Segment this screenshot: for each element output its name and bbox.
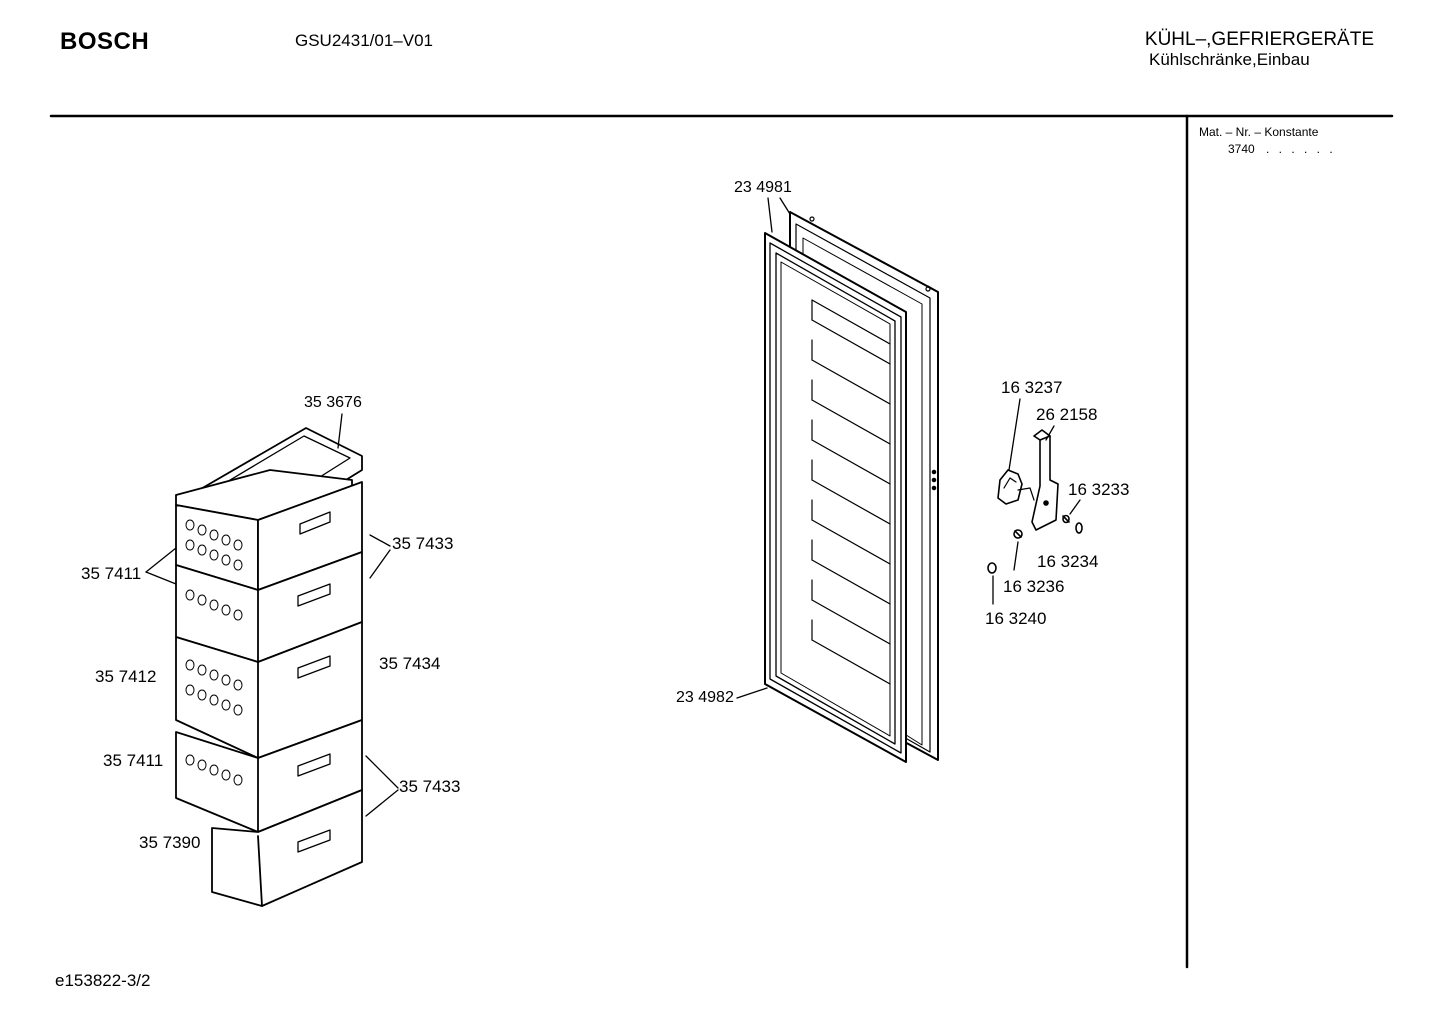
part-label: 35 7434 [379, 654, 441, 673]
drawing-id: e153822-3/2 [55, 971, 151, 990]
category-subtitle: Kühlschränke,Einbau [1149, 50, 1310, 69]
part-label: 16 3237 [1001, 378, 1063, 397]
door-leaders [736, 197, 791, 699]
brand-logo: BOSCH [60, 28, 150, 55]
door-gasket [764, 232, 907, 763]
part-label: 16 3234 [1037, 552, 1099, 571]
part-label: 16 3236 [1003, 577, 1065, 596]
part-label: 35 7433 [392, 534, 454, 553]
hinge-leaders [992, 398, 1081, 605]
part-label: 35 7412 [95, 667, 157, 686]
drawer-leaders [145, 413, 399, 817]
part-label: 35 3676 [304, 394, 362, 411]
model-number: GSU2431/01–V01 [295, 31, 433, 50]
screw-163233 [1062, 514, 1070, 524]
bolt-163236 [1013, 529, 1023, 539]
drawer-stack [175, 427, 363, 907]
category-title: KÜHL–,GEFRIERGERÄTE [1144, 29, 1374, 50]
hinge-cover [997, 469, 1023, 505]
part-label: 23 4981 [734, 179, 792, 196]
cap-163240 [987, 562, 997, 574]
part-label: 35 7433 [399, 777, 461, 796]
part-label: 35 7411 [81, 564, 142, 583]
bottom-drawer [211, 789, 363, 907]
material-number-label: Mat. – Nr. – Konstante [1199, 125, 1319, 139]
hinge-bracket [1031, 429, 1059, 531]
part-label: 16 3233 [1068, 480, 1130, 499]
part-label: 35 7390 [139, 833, 201, 852]
part-label: 16 3240 [985, 609, 1047, 628]
material-number-value: 3740 [1228, 142, 1255, 156]
part-label: 26 2158 [1036, 405, 1098, 424]
washer-163234 [1075, 522, 1083, 534]
part-label: 23 4982 [676, 689, 734, 706]
material-number-dots: . . . . . . [1266, 142, 1336, 156]
door-assembly [764, 211, 939, 763]
part-label: 35 7411 [103, 751, 164, 770]
